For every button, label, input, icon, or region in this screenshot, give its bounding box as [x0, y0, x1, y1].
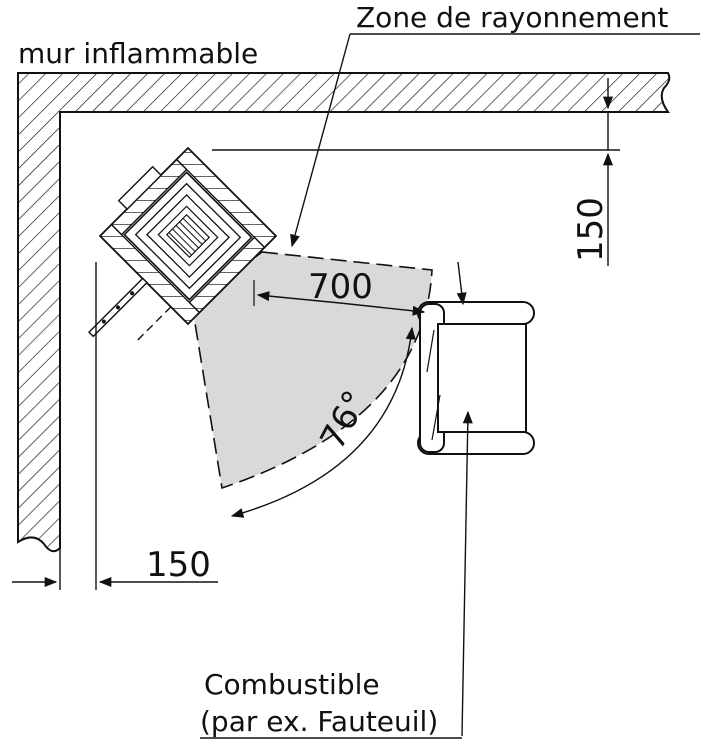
leader-lines — [200, 33, 700, 739]
left-clearance-value: 150 — [146, 545, 211, 585]
stove-grate — [165, 213, 211, 259]
dimension-radiation-angle — [230, 326, 416, 518]
radiation-distance-value: 700 — [308, 267, 373, 307]
dimension-radiation-distance — [253, 261, 467, 316]
dimension-left-clearance — [12, 262, 218, 590]
flammable-wall-label: mur inflammable — [18, 37, 258, 70]
radiation-zone-label: Zone de rayonnement — [356, 1, 668, 34]
flammable-wall — [17, 72, 671, 553]
top-clearance-value: 150 — [571, 197, 611, 262]
combustible-label: Combustible — [204, 668, 380, 701]
stove-door — [88, 277, 148, 338]
armchair — [417, 301, 535, 455]
stove — [88, 146, 278, 343]
dimension-top-clearance — [212, 78, 620, 266]
combustible-example-label: (par ex. Fauteuil) — [200, 705, 438, 738]
